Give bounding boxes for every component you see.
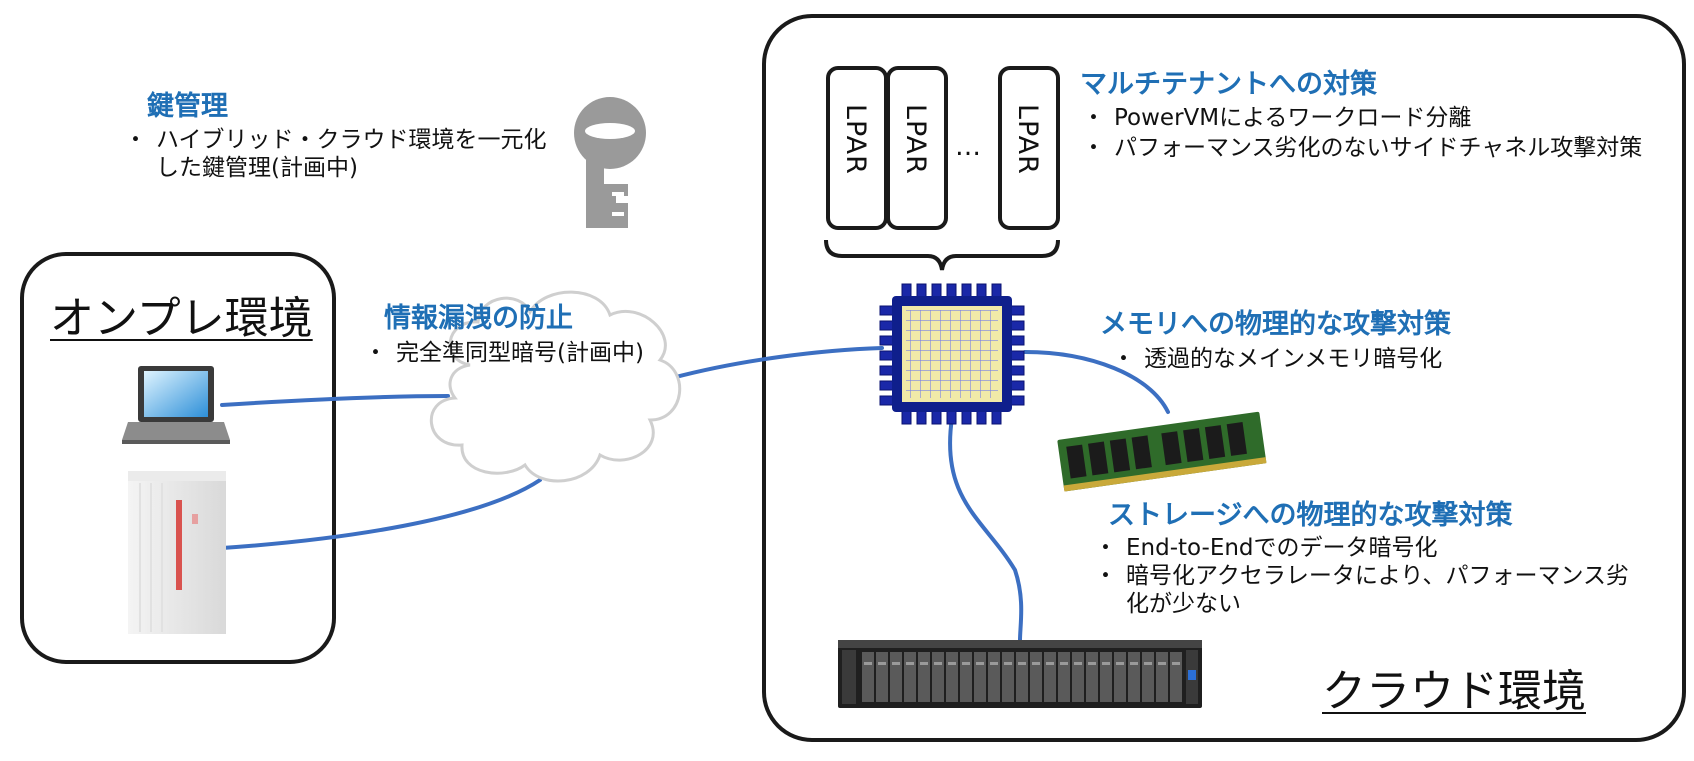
leak-prevention-text-1: 完全準同型暗号(計画中) bbox=[396, 340, 644, 366]
memory-item: ・透過的なメインメモリ暗号化 bbox=[1112, 345, 1442, 373]
multitenant-item-2: ・パフォーマンス劣化のないサイドチャネル攻撃対策 bbox=[1082, 134, 1642, 162]
memory-heading: メモリへの物理的な攻撃対策 bbox=[1100, 309, 1451, 340]
onprem-label: オンプレ環境 bbox=[50, 293, 313, 344]
key-icon bbox=[574, 97, 646, 228]
storage-array-icon bbox=[838, 640, 1202, 708]
lpar-ellipsis: … bbox=[955, 132, 981, 162]
multitenant-item-1: ・ PowerVMによるワークロード分離 bbox=[1082, 104, 1471, 132]
lpar-label-3: LPAR bbox=[1012, 104, 1043, 175]
cloud-label: クラウド環境 bbox=[1322, 666, 1586, 717]
key-management-heading: 鍵管理 bbox=[147, 91, 228, 122]
onprem-box bbox=[20, 252, 336, 664]
connection-lines bbox=[220, 346, 1170, 642]
multitenant-text-1: PowerVMによるワークロード分離 bbox=[1114, 105, 1472, 131]
multitenant-heading: マルチテナントへの対策 bbox=[1080, 69, 1377, 100]
lpar-frames bbox=[826, 66, 1060, 230]
laptop-icon bbox=[122, 366, 230, 444]
storage-text-2: 暗号化アクセラレータにより、パフォーマンス劣 bbox=[1126, 563, 1630, 589]
lpar-frame-3 bbox=[998, 66, 1060, 230]
cpu-chip-icon bbox=[879, 283, 1025, 425]
laptop-cloud-line bbox=[220, 394, 450, 407]
leak-prevention-item: ・完全準同型暗号(計画中) bbox=[364, 339, 644, 367]
lpar-brace bbox=[824, 239, 1060, 271]
storage-heading: ストレージへの物理的な攻撃対策 bbox=[1108, 500, 1513, 531]
bullet: ・ bbox=[1094, 535, 1117, 561]
key-management-text-1: ハイブリッド・クラウド環境を一元化 bbox=[156, 127, 547, 153]
key-management-item: ・ハイブリッド・クラウド環境を一元化 bbox=[124, 126, 547, 154]
network-cloud-icon bbox=[429, 290, 682, 483]
chip-storage-line bbox=[948, 416, 1024, 642]
bullet: ・ bbox=[124, 127, 147, 153]
storage-item-1: ・ End-to-Endでのデータ暗号化 bbox=[1094, 534, 1438, 562]
bullet: ・ bbox=[1112, 346, 1135, 372]
memory-text-1: 透過的なメインメモリ暗号化 bbox=[1144, 346, 1443, 372]
storage-text-3: 化が少ない bbox=[1126, 591, 1241, 617]
key-management-text-2: した鍵管理(計画中) bbox=[156, 155, 358, 181]
storage-text-1: End-to-Endでのデータ暗号化 bbox=[1126, 535, 1438, 561]
bullet: ・ bbox=[364, 340, 387, 366]
cloud-chip-line bbox=[670, 346, 884, 380]
lpar-label-2: LPAR bbox=[900, 104, 931, 175]
server-icon bbox=[128, 471, 226, 634]
bullet: ・ bbox=[1082, 105, 1105, 131]
bullet: ・ bbox=[1094, 563, 1117, 589]
lpar-frame-2 bbox=[886, 66, 948, 230]
cloud-box bbox=[762, 14, 1686, 742]
chip-memory-line bbox=[1023, 350, 1170, 414]
lpar-label-1: LPAR bbox=[840, 104, 871, 175]
bullet: ・ bbox=[1082, 135, 1105, 161]
storage-item-2: ・暗号化アクセラレータにより、パフォーマンス劣 bbox=[1094, 562, 1629, 590]
leak-prevention-heading: 情報漏洩の防止 bbox=[384, 303, 573, 334]
server-cloud-line bbox=[220, 478, 542, 550]
multitenant-text-2: パフォーマンス劣化のないサイドチャネル攻撃対策 bbox=[1114, 135, 1643, 161]
memory-module-icon bbox=[1057, 411, 1267, 492]
